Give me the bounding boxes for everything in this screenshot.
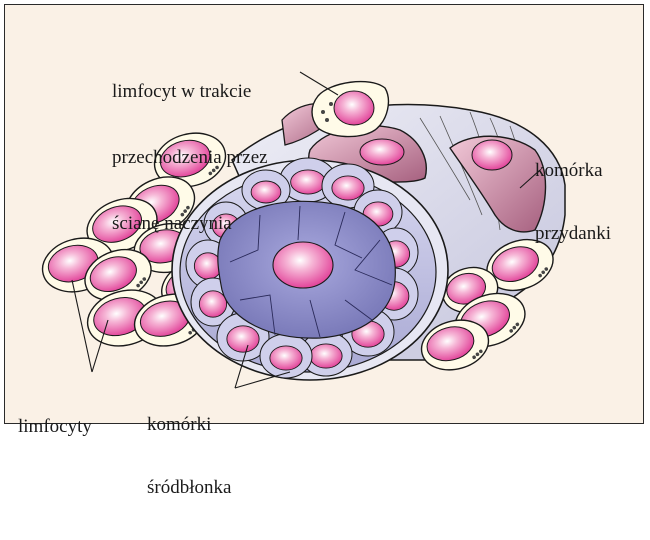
figure-stage: limfocyt w trakcie przechodzenia przez ś… <box>0 0 650 429</box>
label-line: śródbłonka <box>147 477 231 498</box>
label-line: limfocyty <box>18 416 92 438</box>
label-line: komórka <box>535 160 611 181</box>
label-line: przydanki <box>535 223 611 244</box>
label-adventitial-cell: komórka przydanki <box>535 118 611 286</box>
label-line: limfocyt w trakcie <box>112 81 268 103</box>
label-line: przechodzenia przez <box>112 147 268 169</box>
endothelial-cell <box>260 334 312 378</box>
label-migrating-lymphocyte: limfocyt w trakcie przechodzenia przez ś… <box>112 37 268 279</box>
label-line: ścianę naczynia <box>112 213 268 235</box>
migrating-lymphocyte <box>312 82 388 137</box>
label-line: komórki <box>147 414 231 435</box>
label-lymphocytes: limfocyty <box>18 372 92 482</box>
label-endothelial-cells: komórki śródbłonka <box>147 372 231 540</box>
